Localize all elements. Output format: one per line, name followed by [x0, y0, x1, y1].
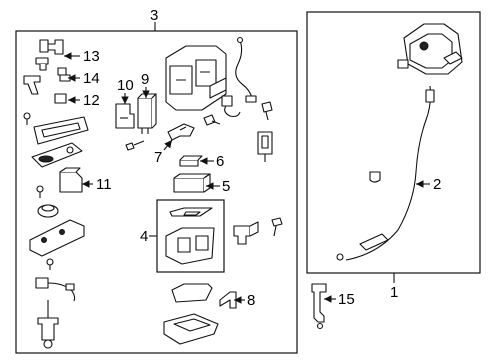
part-14-clip	[57, 67, 71, 82]
callout-13: 13	[83, 48, 100, 65]
part-15-bracket	[311, 283, 327, 330]
part-screw-b	[36, 185, 44, 198]
part-screw-a	[23, 112, 31, 125]
leader-7	[163, 139, 173, 151]
part-side-bracket	[257, 131, 273, 162]
callout-4: 4	[140, 228, 148, 245]
callout-2: 2	[433, 176, 441, 193]
part-harness	[235, 36, 257, 103]
part-bracket-a	[23, 75, 41, 95]
part-knob	[37, 204, 59, 218]
part-7-bracket	[167, 123, 195, 141]
part-13-clip	[39, 39, 64, 55]
part-shifter-housing	[397, 23, 463, 75]
callout-14: 14	[83, 70, 100, 87]
part-linkage	[35, 277, 76, 302]
part-9-switch	[137, 93, 157, 134]
callout-7: 7	[154, 149, 162, 166]
part-8-clip	[219, 291, 237, 309]
part-bulb	[221, 95, 241, 118]
assembly-3-box	[15, 30, 298, 354]
part-pin-a	[46, 258, 54, 270]
part-clip-a	[35, 57, 49, 71]
part-tray-lower	[163, 313, 219, 345]
part-5-module	[173, 173, 211, 193]
part-cable-clip	[369, 171, 381, 183]
part-bolt-b	[203, 114, 221, 126]
callout-9: 9	[141, 71, 149, 88]
part-upper-housing	[165, 45, 227, 111]
part-bolt-c	[261, 101, 273, 121]
part-indicator-panel	[31, 142, 83, 168]
part-4-control-unit	[165, 227, 215, 265]
part-11-block	[59, 167, 83, 193]
callout-5: 5	[222, 178, 230, 195]
part-solenoid	[37, 300, 59, 349]
callout-3: 3	[150, 7, 158, 24]
part-shift-cable	[336, 85, 435, 261]
part-bolt-a	[125, 140, 145, 151]
part-10-sensor	[115, 103, 135, 129]
callout-8: 8	[247, 292, 255, 309]
part-12-bushing	[54, 93, 67, 104]
part-4-cover	[169, 207, 213, 217]
part-bezel-frame	[33, 116, 89, 145]
callout-6: 6	[216, 153, 224, 170]
callout-11: 11	[96, 176, 112, 193]
part-base-plate	[29, 219, 85, 257]
callout-10: 10	[117, 77, 134, 94]
callout-1: 1	[390, 284, 398, 301]
part-bolt-d	[271, 217, 283, 237]
callout-12: 12	[83, 92, 100, 109]
part-6-connector	[179, 155, 203, 167]
part-connector-b	[233, 221, 259, 245]
part-tray-upper	[171, 283, 213, 303]
callout-15: 15	[338, 291, 355, 308]
